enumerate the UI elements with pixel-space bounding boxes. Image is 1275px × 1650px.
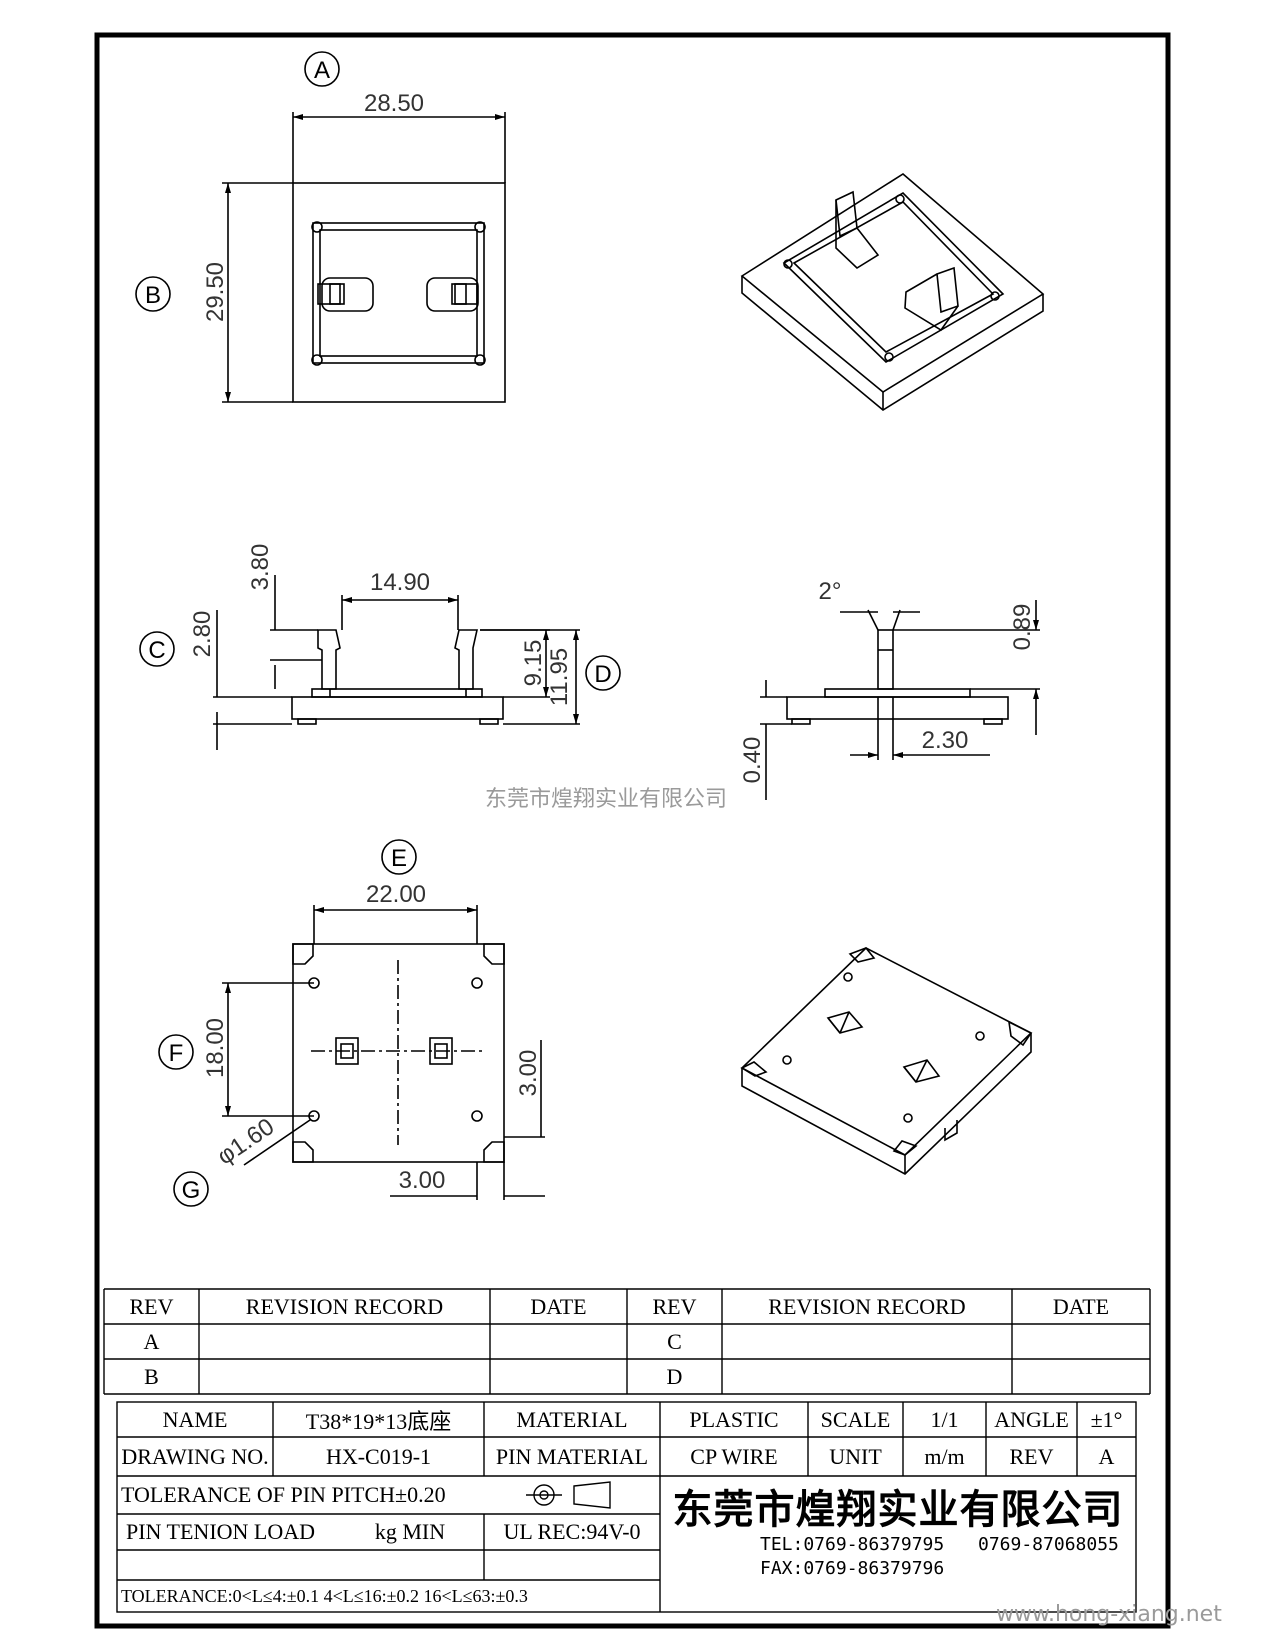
dim-c-pitch: 14.90 (370, 569, 430, 596)
view-label-a: A (314, 57, 330, 84)
revision-table-lines (103, 1288, 1151, 1395)
dim-side-width: 2.30 (922, 727, 969, 754)
isometric-bottom-view (740, 947, 1033, 1175)
view-label-g: G (182, 1177, 201, 1204)
dim-f-height: 18.00 (202, 1018, 229, 1078)
dim-hole-diameter: φ1.60 (212, 1113, 279, 1170)
view-label-circles (135, 51, 621, 1207)
dim-c-pin: 2.80 (189, 611, 216, 658)
watermark-company: 东莞市煌翔实业有限公司 (485, 787, 727, 812)
view-label-b: B (145, 282, 161, 309)
dim-a-width: 28.50 (364, 90, 424, 117)
dim-side-top: 0.89 (1009, 604, 1036, 651)
dim-side-foot: 0.40 (739, 737, 766, 784)
view-label-f: F (169, 1040, 184, 1067)
dim-d-h1: 9.15 (520, 640, 547, 687)
isometric-top-view (740, 173, 1045, 411)
dim-d-h2: 11.95 (546, 648, 573, 706)
dim-slot-offset: 3.00 (515, 1050, 542, 1097)
dimension-arrows (225, 114, 1039, 1116)
top-view (222, 112, 506, 403)
title-block-lines (116, 1401, 1137, 1613)
dim-c-top: 3.80 (247, 544, 274, 591)
dim-side-angle: 2° (819, 578, 842, 605)
dim-b-height: 29.50 (202, 262, 229, 322)
dim-e-width: 22.00 (366, 881, 426, 908)
view-label-d: D (594, 661, 611, 688)
drawing-frame (94, 32, 1171, 1629)
dim-corner-offset: 3.00 (399, 1167, 446, 1194)
view-label-e: E (391, 845, 407, 872)
bottom-view (222, 905, 545, 1200)
side-view (760, 600, 1040, 800)
front-view (213, 575, 580, 750)
view-label-c: C (148, 637, 165, 664)
